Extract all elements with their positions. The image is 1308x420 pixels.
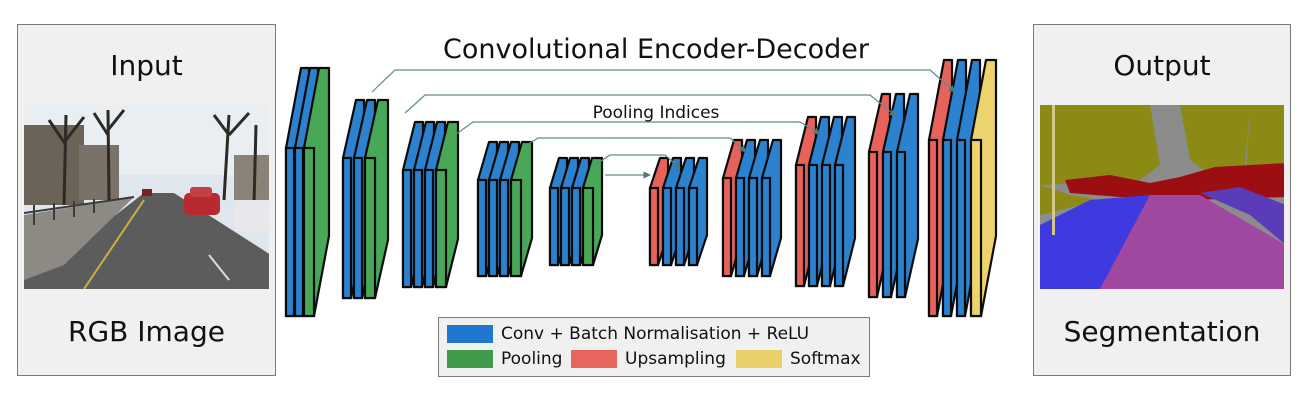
legend: Conv + Batch Normalisation + ReLU Poolin… — [438, 317, 870, 377]
input-rgb-image — [24, 105, 269, 289]
pooling-indices-label: Pooling Indices — [592, 103, 720, 123]
encoder-block-2-conv-face-1 — [341, 156, 353, 300]
input-caption: RGB Image — [68, 315, 225, 348]
seg-building-right — [1180, 105, 1250, 175]
encoder-block-1-conv-face-1 — [284, 146, 296, 318]
encoder-block-5-conv-face-1 — [548, 186, 560, 267]
input-panel: Input — [17, 24, 276, 376]
decoder-block-1-conv-face-3 — [674, 186, 686, 267]
encoder-block-1-conv-face-2 — [293, 146, 305, 318]
encoder-block-5-conv-face-3 — [570, 186, 582, 267]
legend-pooling-label: Pooling — [501, 349, 563, 369]
encoder-block-3-conv-face-2 — [412, 168, 424, 289]
decoder-block-4-upsample-face-1 — [867, 150, 879, 299]
legend-upsampling-label: Upsampling — [625, 349, 726, 369]
pooling-index-arrow-1 — [371, 69, 956, 93]
pooling-index-arrow-2 — [404, 94, 897, 117]
legend-upsampling-swatch — [571, 350, 617, 368]
decoder-block-5-conv-face-3 — [955, 138, 967, 318]
decoder-block-5-conv-face-2 — [941, 138, 953, 318]
decoder-block-3-conv-face-3 — [820, 163, 832, 288]
decoder-block-2-conv-face-2 — [734, 176, 746, 278]
encoder-block-3-conv-face-3 — [423, 168, 435, 289]
decoder-block-2-conv-face-4 — [760, 176, 772, 278]
decoder-block-5-upsample-face-1 — [927, 138, 939, 318]
encoder-block-5-conv-face-2 — [559, 186, 571, 267]
legend-softmax: Softmax — [736, 349, 861, 369]
legend-pooling: Pooling — [447, 349, 562, 369]
legend-softmax-label: Softmax — [790, 349, 861, 369]
encoder-block-4-pool-face-4 — [509, 178, 523, 278]
decoder-block-4-conv-face-2 — [881, 150, 893, 299]
decoder-block-1-conv-face-2 — [661, 186, 673, 267]
pooling-index-arrow-5 — [594, 154, 681, 169]
output-segmentation-image — [1040, 105, 1284, 289]
decoder-block-5 — [927, 58, 998, 318]
decoder-block-3-conv-face-4 — [833, 163, 845, 288]
decoder-block-2-conv-face-3 — [747, 176, 759, 278]
input-title: Input — [110, 49, 183, 82]
decoder-block-1 — [648, 156, 709, 267]
encoder-block-3 — [401, 120, 460, 289]
encoder-block-3-pool-face-4 — [434, 168, 448, 289]
pooling-index-arrow-3 — [454, 121, 821, 136]
legend-conv: Conv + Batch Normalisation + ReLU — [447, 324, 809, 344]
decoder-block-1-upsample-face-1 — [648, 186, 660, 267]
seg-pole — [1052, 105, 1055, 235]
encoder-block-1 — [284, 66, 331, 318]
encoder-block-4-conv-face-2 — [487, 178, 499, 278]
seg-road — [1100, 195, 1284, 289]
decoder-block-4-conv-face-3 — [895, 150, 907, 299]
encoder-block-2-pool-face-3 — [363, 156, 377, 300]
decoder-block-4 — [867, 92, 920, 299]
seg-car-right — [1200, 187, 1284, 244]
decoder-block-5-softmax-face-4 — [969, 138, 983, 318]
output-title: Output — [1113, 49, 1211, 82]
decoder-block-3-conv-face-2 — [807, 163, 819, 288]
encoder-block-1-pool-face-3 — [302, 146, 316, 318]
encoder-block-2-conv-face-2 — [352, 156, 364, 300]
encoder-block-4-conv-face-1 — [476, 178, 488, 278]
decoder-block-2 — [721, 138, 783, 278]
encoder-block-2 — [341, 98, 390, 300]
legend-pooling-swatch — [447, 350, 493, 368]
legend-softmax-swatch — [736, 350, 782, 368]
legend-upsampling: Upsampling — [571, 349, 726, 369]
legend-conv-swatch — [447, 325, 493, 343]
seg-building-left — [1040, 105, 1160, 185]
encoder-block-3-conv-face-1 — [401, 168, 413, 289]
encoder-block-4-conv-face-3 — [498, 178, 510, 278]
encoder-block-5 — [548, 156, 604, 267]
decoder-block-3 — [794, 115, 857, 288]
diagram-title: Convolutional Encoder-Decoder — [443, 34, 869, 65]
decoder-block-1-conv-face-4 — [687, 186, 699, 267]
encoder-block-5-pool-face-4 — [581, 186, 595, 267]
output-caption: Segmentation — [1063, 315, 1261, 348]
encoder-block-4 — [476, 140, 534, 278]
pooling-index-arrow-4 — [521, 137, 747, 153]
output-panel: Output Segmentation — [1033, 24, 1291, 376]
legend-conv-label: Conv + Batch Normalisation + ReLU — [501, 324, 810, 344]
decoder-block-3-upsample-face-1 — [794, 163, 806, 288]
decoder-block-2-upsample-face-1 — [721, 176, 733, 278]
